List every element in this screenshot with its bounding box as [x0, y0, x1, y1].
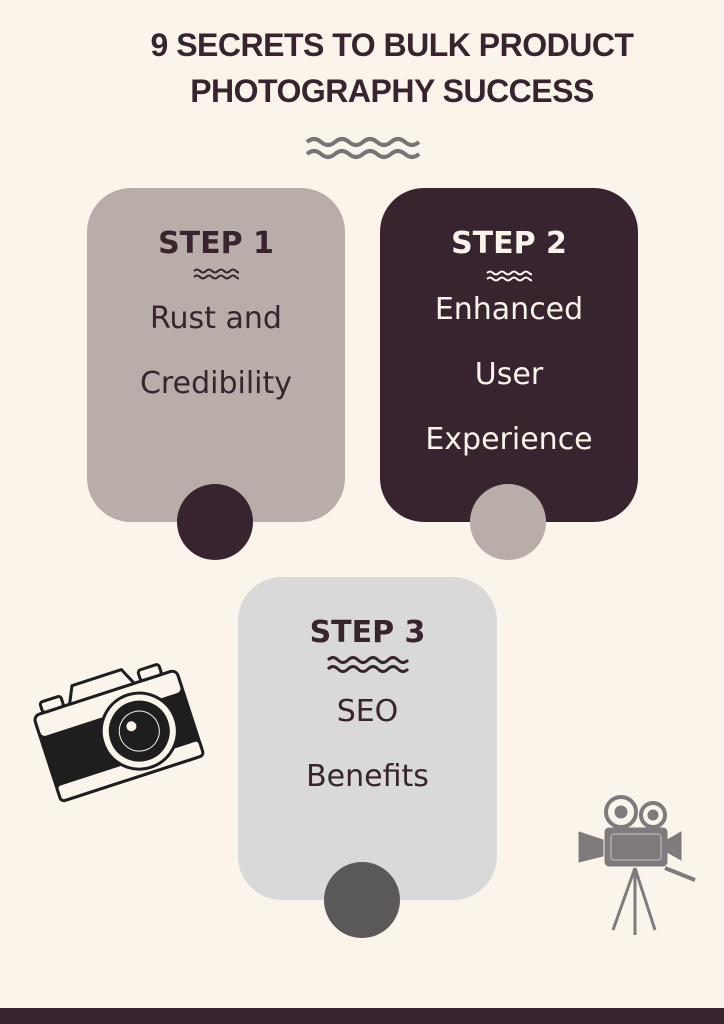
step-3-line: Benefits [306, 759, 429, 794]
step-1-text: Rust and Credibility [87, 286, 345, 416]
step-2-circle [470, 484, 546, 560]
step-2-line: User [474, 357, 544, 392]
step-2-text: Enhanced User Experience [380, 277, 638, 472]
step-1-label: STEP 1 [158, 226, 274, 261]
step-1-card: STEP 1 Rust and Credibility [87, 188, 345, 522]
step-2-line: Experience [425, 422, 593, 457]
wave-divider-icon [326, 656, 409, 673]
step-3-text: SEO Benefits [238, 679, 497, 809]
page-title: 9 SECRETS TO BULK PRODUCT PHOTOGRAPHY SU… [0, 22, 724, 114]
wave-divider-icon [486, 270, 532, 282]
title-line-2: PHOTOGRAPHY SUCCESS [190, 73, 594, 109]
step-1-circle [177, 484, 253, 560]
step-2-line: Enhanced [434, 292, 584, 327]
step-1-line: Credibility [139, 366, 293, 401]
step-2-label: STEP 2 [451, 226, 567, 261]
wave-divider-icon [305, 137, 420, 159]
step-3-line: SEO [336, 694, 399, 729]
step-3-card: STEP 3 SEO Benefits [238, 577, 497, 900]
wave-divider-icon [193, 268, 243, 280]
step-3-label: STEP 3 [309, 615, 426, 650]
step-1-line: Rust and [150, 301, 282, 336]
step-2-card: STEP 2 Enhanced User Experience [380, 188, 638, 522]
footer-bar [0, 1008, 724, 1024]
movie-camera-icon [578, 795, 696, 935]
title-line-1: 9 SECRETS TO BULK PRODUCT [150, 27, 634, 63]
step-3-circle [324, 862, 400, 938]
camera-icon [33, 663, 205, 803]
